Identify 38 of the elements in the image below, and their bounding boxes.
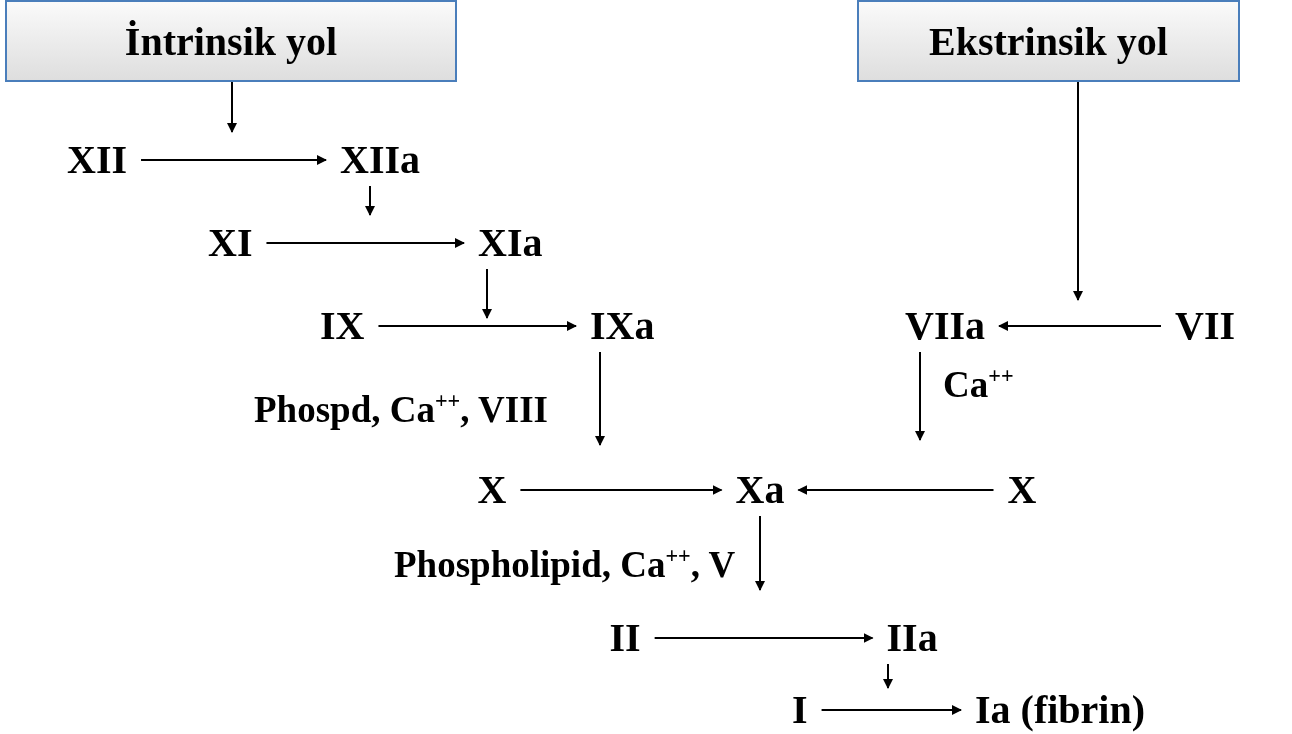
factor-label: Xa xyxy=(735,468,785,512)
pathway-box xyxy=(857,0,1240,82)
factor-label: IX xyxy=(320,304,365,348)
factor-label: I xyxy=(792,688,808,732)
pathway-box xyxy=(5,0,457,82)
arrow xyxy=(519,485,723,495)
factor-label: IIa xyxy=(886,616,938,660)
factor-label: II xyxy=(609,616,641,660)
factor-label: XIa xyxy=(478,221,543,265)
arrow xyxy=(227,81,237,133)
factor-label: IXa xyxy=(590,304,655,348)
pathway-title: Ekstrinsik yol xyxy=(929,17,1168,65)
arrow xyxy=(482,268,492,319)
arrow xyxy=(820,705,962,715)
arrow xyxy=(998,321,1162,331)
factor-label: X xyxy=(1007,468,1037,512)
arrow xyxy=(915,351,925,441)
arrow xyxy=(377,321,577,331)
arrow xyxy=(265,238,465,248)
arrow xyxy=(365,185,375,216)
arrow xyxy=(1073,81,1083,301)
cofactor-label: Ca$^{++}$ xyxy=(943,364,1014,406)
arrow xyxy=(140,155,327,165)
factor-label: Ia (fibrin) xyxy=(975,688,1145,732)
factor-label: XIIa xyxy=(340,138,421,182)
factor-label: XI xyxy=(208,221,253,265)
factor-label: VII xyxy=(1175,304,1236,348)
pathway-title: İntrinsik yol xyxy=(124,17,338,65)
arrow xyxy=(883,663,893,689)
cofactor-label: Phospd, Ca$^{++}$, VIII xyxy=(254,389,548,431)
arrow xyxy=(755,515,765,591)
arrow xyxy=(653,633,874,643)
cofactor-label: Phospholipid, Ca$^{++}$, V xyxy=(394,544,736,586)
arrow xyxy=(595,351,605,446)
factor-label: VIIa xyxy=(905,304,986,348)
factor-label: XII xyxy=(67,138,128,182)
factor-label: X xyxy=(477,468,507,512)
arrow xyxy=(797,485,995,495)
